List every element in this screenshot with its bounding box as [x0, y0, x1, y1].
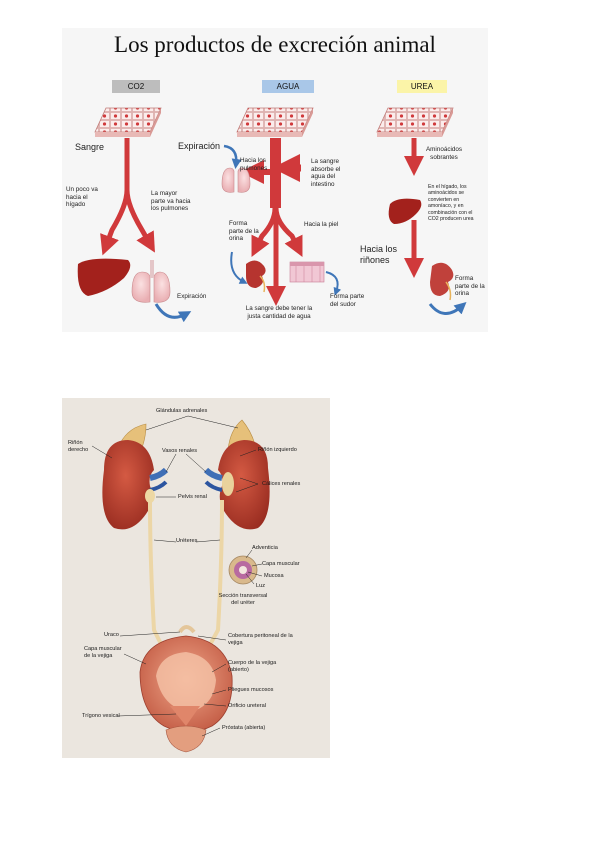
- label-calices: Cálices renales: [262, 481, 301, 487]
- label-capa-muscular-vejiga: Capa muscular de la vejiga: [84, 646, 122, 659]
- kidney-icon: [430, 262, 454, 301]
- label-hacia-pulmones: Hacia los pulmones: [240, 157, 268, 172]
- agua-blood-arrows: [240, 138, 303, 306]
- label-mucosa: Mucosa: [264, 573, 284, 579]
- label-higado-text: En el hígado, los aminoácidos se convier…: [428, 184, 474, 223]
- prostate: [165, 725, 207, 753]
- label-urea-forma-orina: Forma parte de la orina: [455, 275, 485, 298]
- label-cobertura: Cobertura peritoneal de la vejiga: [228, 633, 293, 646]
- label-aminoacidos: Aminoácidos sobrantes: [425, 146, 463, 161]
- lungs-icon: [131, 260, 171, 303]
- label-pliegues: Pliegues mucosos: [228, 687, 274, 693]
- kidney-icon: [246, 260, 266, 293]
- label-prostata: Próstata (abierta): [222, 725, 266, 731]
- kidney-left: [218, 440, 270, 530]
- co2-expiracion-arrow: [154, 303, 192, 323]
- urea-orina-arrow: [428, 302, 467, 315]
- label-orificio: Orificio ureteral: [228, 703, 266, 709]
- kidney-right: [102, 440, 154, 530]
- label-uraco: Uraco: [104, 632, 119, 638]
- agua-expiracion-arrow: [223, 144, 242, 169]
- label-pelvis: Pelvis renal: [178, 494, 207, 500]
- label-cantidad-agua: La sangre debe tener la justa cantidad d…: [245, 305, 313, 320]
- tag-co2: CO2: [112, 80, 160, 93]
- label-luz: Luz: [256, 583, 266, 589]
- tag-agua: AGUA: [262, 80, 314, 93]
- label-rinon-derecho: Riñón derecho: [68, 440, 89, 453]
- renal-vessels: [149, 467, 223, 492]
- liver-icon: [77, 258, 131, 296]
- label-agua-expiracion: Expiración: [178, 141, 221, 151]
- agua-orina-arrow: [230, 251, 248, 284]
- label-cuerpo-vejiga: Cuerpo de la vejiga (abierto): [228, 660, 277, 673]
- label-rinon-izquierdo: Riñón izquierdo: [258, 447, 297, 453]
- label-forma-sudor: Forma parte del sudor: [330, 293, 365, 308]
- agua-sudor-arrow: [325, 271, 342, 296]
- label-vasos-renales: Vasos renales: [162, 448, 198, 454]
- label-co2-expiracion: Expiración: [177, 293, 207, 300]
- diagram-title: Los productos de excreción animal: [114, 32, 436, 57]
- label-la-mayor: La mayor parte va hacia los pulmones: [151, 190, 191, 213]
- label-ureteres: Uréteres: [176, 538, 198, 544]
- renal-pelvis: [145, 489, 155, 503]
- skin-icon: [289, 261, 325, 283]
- label-seccion: Sección transversal del uréter: [218, 593, 268, 606]
- lungs-icon: [221, 167, 251, 193]
- tag-urea: UREA: [397, 80, 447, 93]
- label-agua-forma-orina: Forma parte de la orina: [229, 220, 259, 243]
- ureter-cross-section: [228, 555, 258, 585]
- label-sangre-absorbe: La sangre absorbe el agua del intestino: [311, 158, 341, 188]
- renal-calices: [222, 472, 234, 496]
- bladder-inner: [156, 652, 216, 712]
- tissue-slab-urea: [376, 107, 454, 137]
- label-adventicia: Adventicia: [252, 545, 278, 551]
- label-sangre: Sangre: [75, 142, 105, 152]
- ureter-left: [204, 499, 224, 653]
- co2-blood-arrows: [100, 138, 155, 256]
- liver-icon: [388, 198, 422, 224]
- tissue-slab-agua: [236, 107, 314, 137]
- label-trigono: Trígono vesical: [82, 713, 120, 719]
- label-hacia-piel: Hacia la piel: [304, 221, 339, 228]
- trigone: [170, 706, 200, 726]
- leader-lines: [91, 415, 263, 737]
- label-glandulas: Glándulas adrenales: [156, 408, 208, 414]
- urachus: [178, 625, 196, 634]
- label-capa-muscular: Capa muscular: [262, 561, 300, 567]
- label-un-poco: Un poco va hacia el hígado: [66, 186, 98, 209]
- tissue-slab-co2: [94, 107, 162, 137]
- ureter-right: [148, 501, 166, 651]
- label-hacia-rinones: Hacia los riñones: [360, 244, 398, 265]
